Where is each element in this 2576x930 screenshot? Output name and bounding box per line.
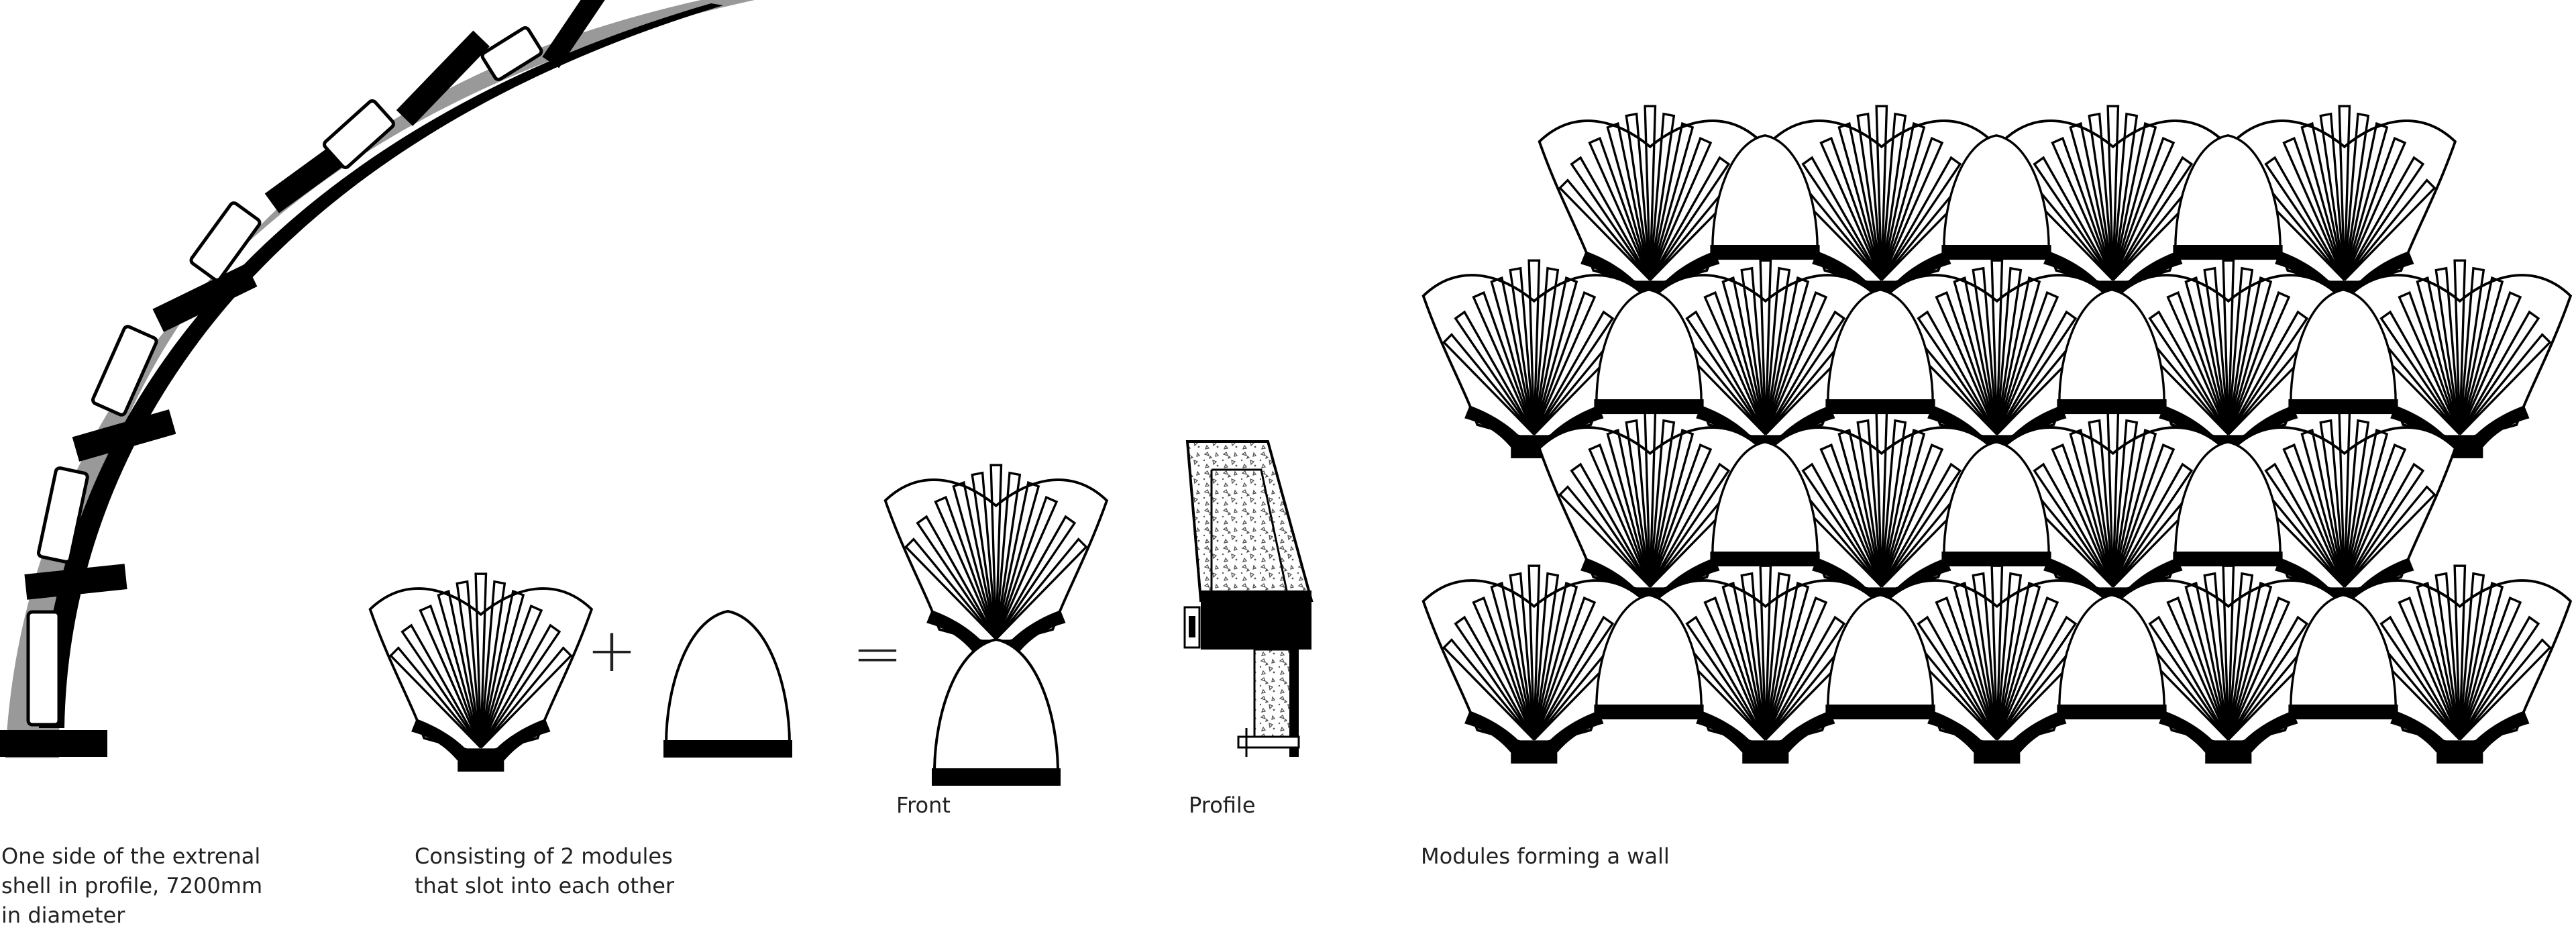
caption-shell: One side of the extrenal shell in profil… [1,843,263,928]
profile-section [1183,440,1313,757]
assembled-front [883,464,1108,787]
plus-symbol: + [586,615,637,686]
equals-symbol: = [852,619,902,689]
caption-front: Front [896,792,951,818]
shell-ribs [0,0,723,757]
caption-modules: Consisting of 2 modules that slot into e… [415,843,675,898]
module-dome [662,610,794,759]
caption-profile: Profile [1189,792,1256,818]
caption-wall: Modules forming a wall [1421,843,1670,869]
shell-openings [26,26,543,727]
module-fan [368,572,593,773]
shell-profile-drawing [0,0,755,758]
module-wall [1421,105,2572,765]
